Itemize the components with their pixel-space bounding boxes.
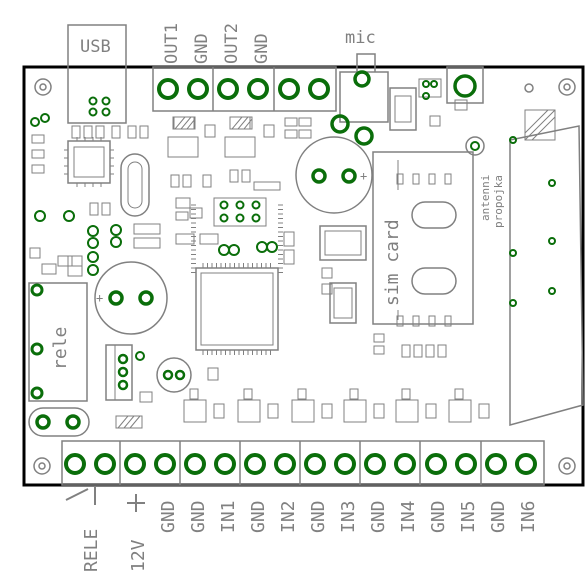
terminal-pad [334,453,356,475]
usb-label: USB [80,37,111,57]
sim-pads [396,173,452,327]
terminal-pad [394,453,416,475]
terminal-label-gnd-5: GND [248,500,269,533]
cap-top-plus: + [360,169,367,183]
bottom-terminal-block [61,440,545,486]
terminal-label-in6-14: IN6 [518,500,539,533]
terminal-pad [154,453,176,475]
terminal-label-gnd-top1: GND [192,33,212,64]
terminal-pad [94,453,116,475]
mcu-chip [195,267,279,351]
terminal-pad [304,453,326,475]
terminal-pad [455,453,477,475]
terminal-pad [274,453,296,475]
antenna-pad [465,136,485,156]
capacitor-small [156,357,192,393]
mount-hole-tr [558,78,576,96]
mcu-pins [191,204,283,355]
mount-hole-tl [34,78,52,96]
fuse [28,407,90,437]
input-optocouplers [183,388,490,423]
terminal-label-in5-12: IN5 [458,500,479,533]
sim-card-label: sim card [382,219,403,306]
terminal-label-gnd-7: GND [308,500,329,533]
terminal-label-gnd-2: GND [158,500,179,533]
terminal-label-out1: OUT1 [162,23,182,64]
terminal-pad [425,453,447,475]
terminal-label-gnd-top2: GND [252,33,272,64]
terminal-pad [515,453,537,475]
sma-connector [446,66,484,104]
antenna-label-2: propojka [492,175,505,228]
bottom-terminal-pads [64,453,537,475]
mounting-holes [33,78,576,475]
terminal-label-in2-6: IN2 [278,500,299,533]
smd-components [29,99,468,403]
terminal-pad [64,453,86,475]
terminal-label-in3-8: IN3 [338,500,359,533]
terminal-pad [244,453,266,475]
soic-chip-1 [319,225,367,261]
terminal-label-12v-1: 12V [128,539,149,572]
plus-symbol [127,494,145,512]
soic-chip-2 [329,282,357,324]
cap-left-plus: + [96,291,103,305]
usb-connector [67,24,127,124]
led-top [418,78,442,98]
relay-label: rele [50,327,71,370]
terminal-label-in4-10: IN4 [398,500,419,533]
hatched-pads [115,116,253,429]
antenna-label-1: antenni [479,175,492,221]
usb-pads [88,96,111,117]
sim-card-holder [372,151,474,325]
jumper-header [213,197,267,227]
capacitor-large-top [295,136,373,214]
relay [28,282,88,402]
terminal-label-gnd-9: GND [368,500,389,533]
usb-chip [67,140,111,184]
terminal-label-in1-4: IN1 [218,500,239,533]
top-terminal-block [152,66,337,112]
terminal-label-gnd-3: GND [188,500,209,533]
antenna-module [509,125,584,426]
bottom-terminal-dividers [119,441,482,485]
led-pads-left [30,113,145,361]
terminal-label-rele-0: RELE [81,529,102,572]
mount-hole-bl [33,457,51,475]
relay-switch-symbol [65,487,96,505]
mic-lead [356,53,376,72]
test-point [524,83,534,93]
crystal [120,153,150,217]
terminal-pad [364,453,386,475]
terminal-pad [485,453,507,475]
terminal-pad [124,453,146,475]
mic-label: mic [345,28,376,48]
terminal-label-out2: OUT2 [222,23,242,64]
terminal-label-gnd-13: GND [488,500,509,533]
diode-top [389,87,417,131]
bottom-terminal-labels: RELE 12V GND GND IN1 GND IN2 GND IN3 GND IN4 GND IN5… [81,500,539,572]
capacitor-large-left [94,261,168,335]
led-pads-middle [218,241,278,256]
terminal-pad [214,453,236,475]
mount-hole-br [558,457,576,475]
terminal-pad [184,453,206,475]
terminal-label-gnd-11: GND [428,500,449,533]
mic-body [339,71,389,123]
